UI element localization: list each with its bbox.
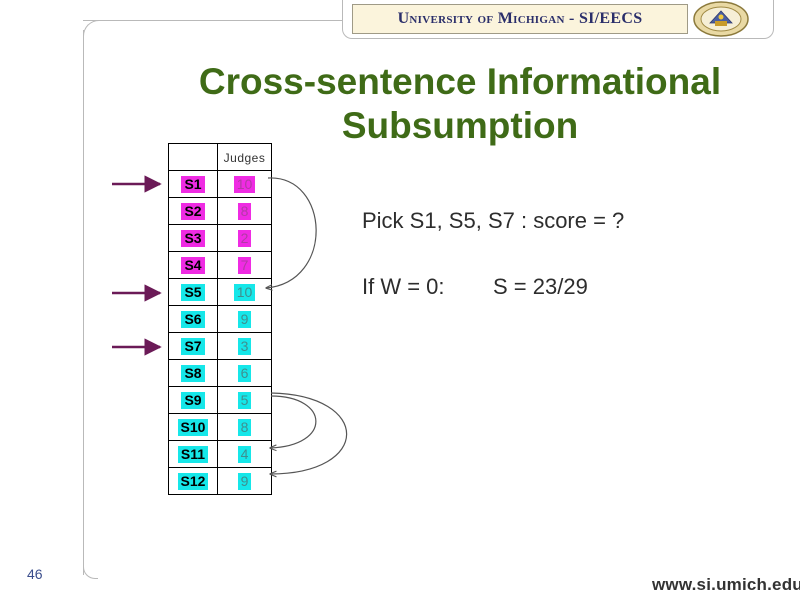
sentence-id-cell: S10 — [168, 413, 218, 441]
judge-score-cell: 2 — [217, 224, 272, 252]
subsumption-curve-s9-s11 — [270, 395, 317, 448]
judge-score: 9 — [237, 310, 252, 328]
sentence-id: S4 — [181, 256, 205, 274]
table-row: S6 9 — [168, 305, 272, 333]
judge-score-cell: 6 — [217, 359, 272, 387]
slide-frame-bottom-corner — [83, 560, 98, 579]
judge-score: 4 — [237, 445, 252, 463]
sentence-id: S3 — [181, 229, 205, 247]
sentence-id-cell: S7 — [168, 332, 218, 360]
subsumption-curve-s9-s12 — [270, 392, 347, 474]
judge-score-cell: 8 — [217, 413, 272, 441]
footer-url: www.si.umich.edu — [652, 575, 800, 594]
table-row: S3 2 — [168, 224, 272, 252]
sentence-id: S1 — [181, 175, 205, 193]
sentence-id: S5 — [181, 283, 205, 301]
sentence-id-cell: S11 — [168, 440, 218, 468]
sentence-id-cell: S9 — [168, 386, 218, 414]
judge-score: 8 — [237, 202, 252, 220]
table-row: S9 5 — [168, 386, 272, 414]
title-line-1: Cross-sentence Informational — [198, 61, 722, 102]
table-row: S1 10 — [168, 170, 272, 198]
university-banner: University of Michigan - SI/EECS — [352, 4, 688, 34]
sentence-id: S11 — [177, 445, 209, 463]
judge-score: 8 — [237, 418, 252, 436]
page-number: 46 — [27, 566, 43, 582]
table-row: S7 3 — [168, 332, 272, 360]
condition-text: If W = 0: — [362, 274, 445, 299]
slide-title: Cross-sentence Informational Subsumption — [150, 60, 770, 148]
header-empty-cell — [168, 143, 218, 171]
sentence-id-cell: S12 — [168, 467, 218, 495]
sentence-id-cell: S4 — [168, 251, 218, 279]
judge-score-cell: 3 — [217, 332, 272, 360]
judge-score: 3 — [237, 337, 252, 355]
pick-statement: Pick S1, S5, S7 : score = ? — [362, 208, 625, 233]
judge-score-cell: 10 — [217, 170, 272, 198]
table-row: S2 8 — [168, 197, 272, 225]
judge-score: 5 — [237, 391, 252, 409]
judge-score-cell: 9 — [217, 305, 272, 333]
sentence-id: S6 — [181, 310, 205, 328]
slide-frame-corner — [83, 20, 104, 41]
judge-score-cell: 10 — [217, 278, 272, 306]
table-row: S8 6 — [168, 359, 272, 387]
judge-score-cell: 7 — [217, 251, 272, 279]
judge-score-cell: 4 — [217, 440, 272, 468]
table-row: S11 4 — [168, 440, 272, 468]
sentence-id-cell: S8 — [168, 359, 218, 387]
slide-frame-top-line — [83, 20, 345, 21]
sentence-id-cell: S5 — [168, 278, 218, 306]
table-row: S10 8 — [168, 413, 272, 441]
result-text: S = 23/29 — [493, 274, 588, 299]
sentence-id: S12 — [177, 472, 209, 490]
judge-score: 7 — [237, 256, 252, 274]
banner-text: University of Michigan - SI/EECS — [397, 10, 643, 27]
sentence-id: S7 — [181, 337, 205, 355]
subsumption-curve-s1-s5 — [266, 177, 317, 288]
judge-score: 6 — [237, 364, 252, 382]
sentence-id-cell: S3 — [168, 224, 218, 252]
sentence-id: S10 — [177, 418, 209, 436]
sentence-id-cell: S6 — [168, 305, 218, 333]
judge-score: 10 — [233, 283, 256, 301]
table-row: S12 9 — [168, 467, 272, 495]
judge-score: 10 — [233, 175, 256, 193]
table-row: S5 10 — [168, 278, 272, 306]
sentence-id: S9 — [181, 391, 205, 409]
judge-score: 2 — [237, 229, 252, 247]
header-judges-cell: Judges — [217, 143, 272, 171]
judge-score-cell: 5 — [217, 386, 272, 414]
judge-score-cell: 9 — [217, 467, 272, 495]
sentence-id-cell: S1 — [168, 170, 218, 198]
judges-header-label: Judges — [223, 151, 266, 165]
sentence-id: S8 — [181, 364, 205, 382]
sentence-id-cell: S2 — [168, 197, 218, 225]
university-seal-icon — [693, 1, 749, 37]
table-header-row: Judges — [168, 143, 272, 171]
judge-score-cell: 8 — [217, 197, 272, 225]
table-row: S4 7 — [168, 251, 272, 279]
slide-frame-left-line — [83, 30, 84, 575]
sentence-id: S2 — [181, 202, 205, 220]
judge-score: 9 — [237, 472, 252, 490]
title-line-2: Subsumption — [341, 105, 579, 146]
